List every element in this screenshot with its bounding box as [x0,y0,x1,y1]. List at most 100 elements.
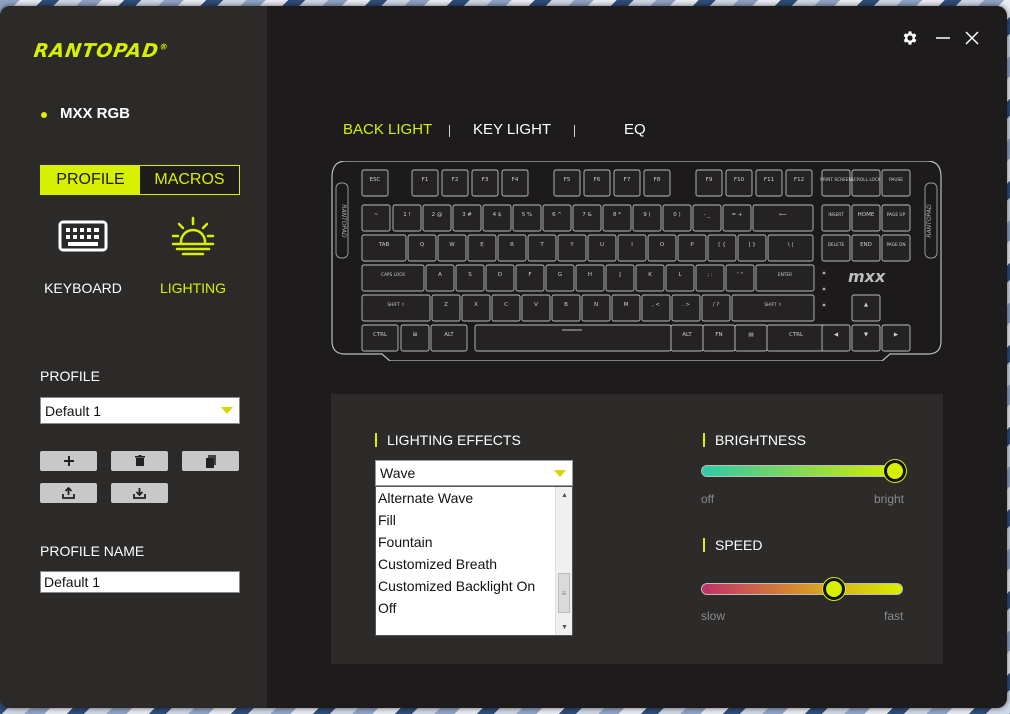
keyboard-key [361,234,407,262]
effect-select[interactable]: Wave [375,460,573,486]
keyboard-key-label: F6 [594,177,601,183]
keyboard-key-label: SHIFT ⇧ [764,302,781,308]
keyboard-key [474,324,672,352]
keyboard-key-label: F5 [564,177,571,183]
keyboard-key [491,294,521,322]
speed-slider-handle[interactable] [823,578,846,600]
device-name: MXX RGB [60,105,131,122]
keyboard-key-label: 1 ! [403,212,410,218]
minimize-button[interactable] [931,26,955,50]
effect-option[interactable]: Alternate Wave [378,490,474,506]
keyboard-key-label: ▤ [748,332,753,338]
keyboard-key-label: - _ [704,212,711,218]
delete-icon [134,455,145,466]
lighting-settings-panel: LIGHTING EFFECTS Wave Alternate Wave Fil… [331,394,943,664]
close-button[interactable] [960,26,984,50]
keyboard-key [881,169,911,197]
keyboard-side-strip-right [924,182,938,259]
speed-min-label: slow [701,609,726,623]
tab-key-light[interactable]: KEY LIGHT [473,121,552,138]
tab-eq[interactable]: EQ [624,121,646,138]
keyboard-key-label: DELETE [828,242,845,248]
keyboard-key [611,294,641,322]
gear-icon [903,31,917,45]
copy-icon [205,454,216,468]
keyboard-key-label: PRINT SCREEN [820,177,851,183]
keyboard-key [755,264,815,292]
keyboard-key [527,234,557,262]
keyboard-key [635,264,665,292]
keyboard-key [512,204,542,232]
scroll-thumb[interactable]: ≡ [558,573,570,613]
brightness-slider-handle[interactable] [883,460,906,482]
keyboard-key [821,234,851,262]
effect-option[interactable]: Fountain [378,534,433,550]
keyboard-key-label: INSERT [828,212,844,218]
tab-back-light[interactable]: BACK LIGHT [343,121,433,138]
effect-option[interactable]: Off [378,600,397,616]
profile-name-input[interactable] [40,571,240,593]
effect-list-scrollbar[interactable]: ▲ ≡ ▼ [555,487,572,635]
profile-label: PROFILE [40,368,100,384]
keyboard-key-label: C [504,302,508,308]
keyboard-key [605,264,635,292]
scroll-down-icon[interactable]: ▼ [561,623,568,631]
nav-lighting[interactable]: LIGHTING [143,214,243,296]
keyboard-side-brand-left: RANTOPAD [340,204,347,238]
effect-option[interactable]: Customized Breath [378,556,498,572]
brightness-slider[interactable] [701,465,903,477]
keyboard-key-label: B [564,302,568,308]
nav-keyboard[interactable]: KEYBOARD [33,214,133,296]
effect-option[interactable]: Fill [378,512,396,528]
sun-icon [143,214,243,258]
add-profile-button[interactable] [40,451,97,471]
tab-profile[interactable]: PROFILE [41,166,140,194]
keyboard-key-label: TAB [378,242,390,248]
sidebar: RANTOPAD® MXX RGB PROFILE MACROS KEYBOAR… [0,6,267,708]
tab-macros[interactable]: MACROS [140,166,239,194]
profile-name-label: PROFILE NAME [40,543,145,559]
keyboard-key [851,169,881,197]
brand-registered-mark: ® [158,42,170,52]
keyboard-key-label: F9 [706,177,713,183]
copy-profile-button[interactable] [182,451,239,471]
keyboard-key-label: ] } [748,242,755,248]
keyboard-key-label: Q [420,242,425,248]
keyboard-key [467,234,497,262]
keyboard-key [662,204,692,232]
keyboard-key-label: ⟵ [779,212,787,218]
keyboard-key-label: F10 [734,177,745,183]
keyboard-key [471,169,499,197]
profile-select[interactable]: Default 1 [40,397,240,424]
settings-button[interactable] [898,26,922,50]
keyboard-key-label: 0 ) [673,212,680,218]
lighting-effects-title: LIGHTING EFFECTS [375,432,521,448]
keyboard-key-label: 7 & [582,212,592,218]
effect-select-value: Wave [380,465,416,481]
keyboard-key-label: ▶ [894,332,899,338]
keyboard-key-label: W [449,242,455,248]
keyboard-key [515,264,545,292]
effect-option[interactable]: Customized Backlight On [378,578,536,594]
keyboard-key [575,264,605,292]
keyboard-key [725,264,755,292]
import-profile-button[interactable] [111,483,168,503]
keyboard-key-label: J [618,272,621,278]
keyboard-key-label: F3 [482,177,489,183]
keyboard-key-label: L [678,272,682,278]
speed-slider[interactable] [701,583,903,595]
profile-select-value: Default 1 [45,402,102,419]
keyboard-key [671,294,701,322]
keyboard-key [701,294,731,322]
delete-profile-button[interactable] [111,451,168,471]
scroll-up-icon[interactable]: ▲ [561,491,568,499]
keyboard-key [501,169,529,197]
keyboard-key [485,264,515,292]
export-profile-button[interactable] [40,483,97,503]
keyboard-key-label: 3 # [462,212,472,218]
keyboard-key-label: ; : [707,272,713,278]
keyboard-key [545,264,575,292]
keyboard-key [482,204,512,232]
keyboard-key-label: X [474,302,478,308]
keyboard-key [461,294,491,322]
